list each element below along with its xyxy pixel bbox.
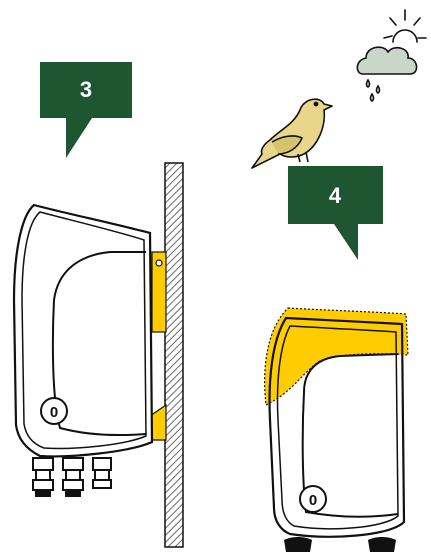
mounting-bracket xyxy=(149,251,167,441)
power-button-icon: 0 xyxy=(40,397,68,425)
step-4-callout: 4 xyxy=(288,166,383,260)
power-button-label: 0 xyxy=(309,492,317,509)
wall-mounted-device: 0 xyxy=(12,203,154,497)
device-feet xyxy=(284,537,396,552)
pipe-connectors xyxy=(32,457,112,497)
weather-sun-cloud-rain-icon xyxy=(356,9,427,102)
bird-icon xyxy=(251,98,333,169)
power-button-icon: 0 xyxy=(299,485,327,513)
power-button-label: 0 xyxy=(50,404,58,421)
step-3-number: 3 xyxy=(80,77,92,102)
wall xyxy=(164,162,184,548)
step-3-callout: 3 xyxy=(40,62,132,158)
covered-device: 0 xyxy=(264,307,409,552)
step-4-number: 4 xyxy=(329,183,342,208)
